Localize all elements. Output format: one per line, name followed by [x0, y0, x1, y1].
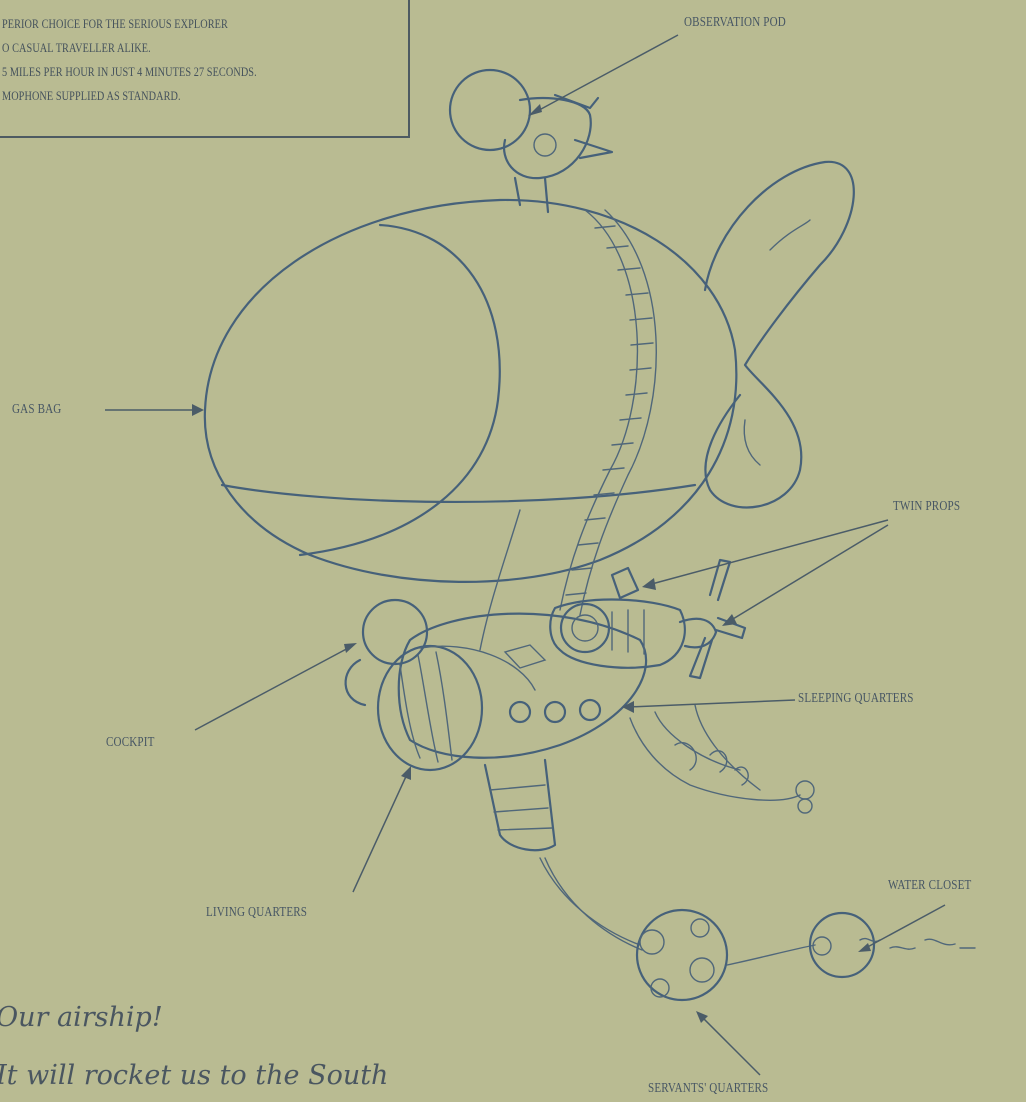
label-twin-props: TWIN PROPS [893, 498, 975, 514]
spec-line-1: PERIOR CHOICE FOR THE SERIOUS EXPLORER [2, 12, 330, 36]
label-living-quarters: LIVING QUARTERS [206, 904, 329, 920]
label-observation-pod: OBSERVATION POD [684, 14, 808, 30]
label-sleeping-quarters: SLEEPING QUARTERS [798, 690, 939, 706]
label-water-closet: WATER CLOSET [888, 877, 990, 893]
spec-line-4: MOPHONE SUPPLIED AS STANDARD. [2, 84, 330, 108]
spec-box: PERIOR CHOICE FOR THE SERIOUS EXPLORER O… [0, 0, 410, 138]
tail-fin [705, 162, 854, 508]
gondola [346, 560, 814, 850]
caption-line-1: Our airship! [0, 1002, 163, 1033]
spec-line-2: O CASUAL TRAVELLER ALIKE. [2, 36, 330, 60]
label-gas-bag: GAS BAG [12, 401, 72, 417]
label-cockpit: COCKPIT [106, 734, 165, 750]
spec-line-3: 5 MILES PER HOUR IN JUST 4 MINUTES 27 SE… [2, 60, 330, 84]
observation-pod [450, 70, 612, 212]
label-servants-quarters: SERVANTS' QUARTERS [648, 1080, 795, 1096]
caption-line-2: It will rocket us to the South [0, 1060, 388, 1091]
